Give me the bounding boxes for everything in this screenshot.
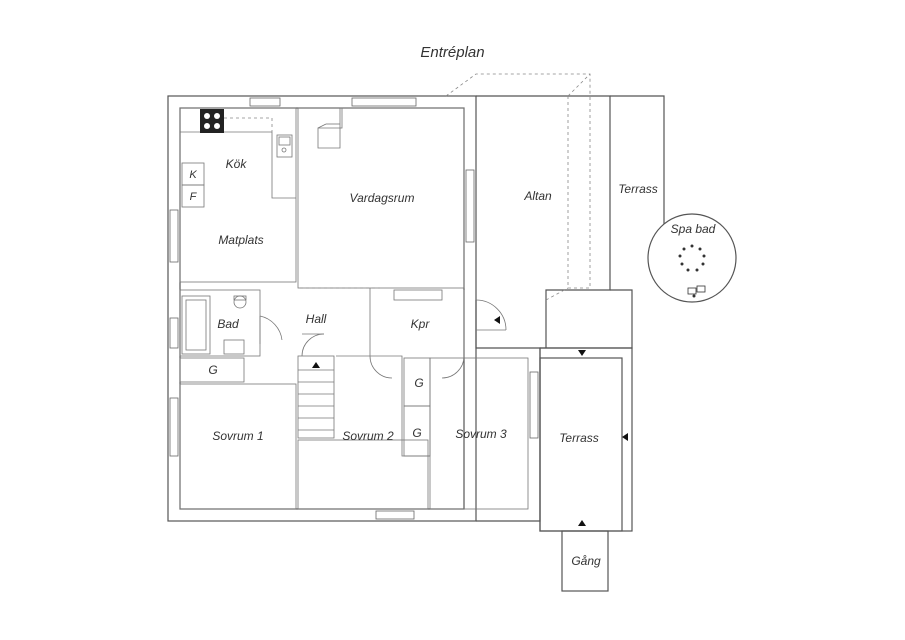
- outer-walls: [167, 95, 541, 522]
- living-room: [297, 97, 475, 289]
- entry-arrows: [312, 316, 628, 526]
- label-sovrum1: Sovrum 1: [212, 429, 263, 443]
- kitchen-area: [169, 97, 297, 283]
- hall-area: [297, 288, 507, 439]
- arrow-terrace-top: [578, 350, 586, 356]
- arrow-hall-stairs: [312, 362, 320, 368]
- label-matplats: Matplats: [218, 233, 263, 247]
- label-altan: Altan: [523, 189, 552, 203]
- label-fridge-k: K: [189, 169, 197, 181]
- label-terrass-bottom: Terrass: [559, 431, 599, 445]
- label-terrass-top: Terrass: [618, 182, 658, 196]
- label-g-mid-top: G: [414, 376, 423, 390]
- label-sovrum2: Sovrum 2: [342, 429, 394, 443]
- label-fridge-f: F: [190, 191, 198, 203]
- label-vardagsrum: Vardagsrum: [350, 191, 415, 205]
- bedrooms: [169, 355, 539, 520]
- label-hall: Hall: [306, 312, 327, 326]
- spa-steps-icon: [687, 285, 706, 298]
- label-spa-bad: Spa bad: [671, 222, 716, 236]
- spa-jets: [678, 244, 706, 272]
- label-bad: Bad: [217, 317, 239, 331]
- label-g-mid-bottom: G: [412, 426, 421, 440]
- label-g-left: G: [208, 363, 217, 377]
- label-sovrum3: Sovrum 3: [455, 427, 507, 441]
- label-gang: Gång: [571, 554, 601, 568]
- arrow-terrace-right: [622, 433, 628, 441]
- label-kok: Kök: [226, 157, 248, 171]
- arrow-altan-door: [494, 316, 500, 324]
- terrace-bottom: [539, 347, 633, 592]
- spa-bath-circle: [647, 213, 737, 303]
- bathroom: [169, 289, 283, 357]
- room-labels: Kök K F Matplats Vardagsrum Altan Terras…: [189, 157, 715, 568]
- label-kpr: Kpr: [411, 317, 431, 331]
- arrow-terrace-bottom: [578, 520, 586, 526]
- plan-title: Entréplan: [420, 44, 485, 61]
